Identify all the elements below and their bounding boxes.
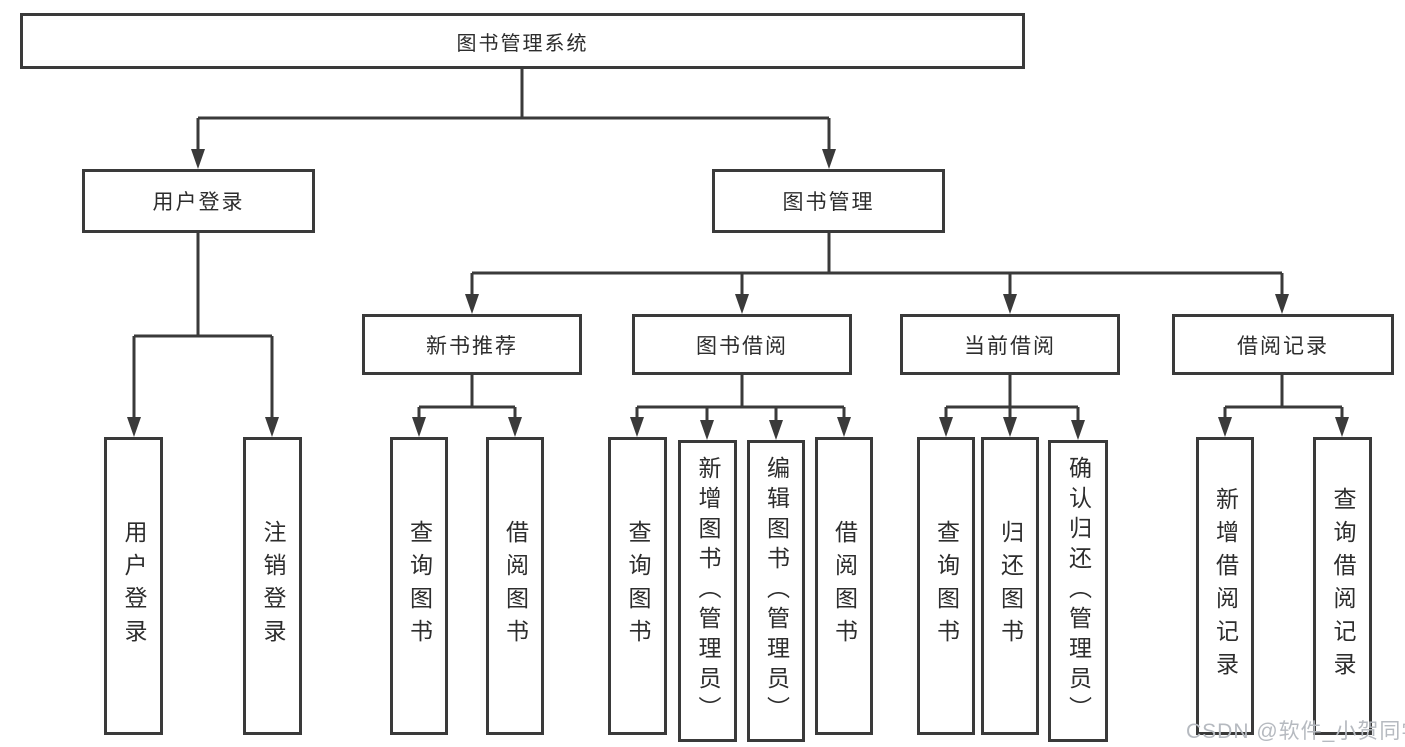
- arrowhead-icon: [1071, 420, 1085, 440]
- leaf-user-login: 用户登录: [104, 437, 163, 735]
- arrowhead-icon: [265, 417, 279, 437]
- leaf-borrow-add-books-admin: 新增图书（管理员）: [678, 440, 737, 742]
- arrowhead-icon: [837, 417, 851, 437]
- node-book-borrow: 图书借阅: [632, 314, 852, 375]
- edge-root-to-level2: [196, 69, 831, 151]
- leaf-record-query-record: 查询借阅记录: [1313, 437, 1372, 735]
- node-root: 图书管理系统: [20, 13, 1025, 69]
- arrowhead-icon: [1003, 294, 1017, 314]
- leaf-newbook-query-books: 查询图书: [390, 437, 448, 735]
- leaf-current-query-books: 查询图书: [917, 437, 975, 735]
- arrowhead-icon: [1335, 417, 1349, 437]
- leaf-current-return-books: 归还图书: [981, 437, 1039, 735]
- arrowhead-icon: [700, 420, 714, 440]
- arrowhead-icon: [822, 149, 836, 169]
- edge-bookborrow-to-leaves: [635, 375, 846, 422]
- arrowhead-icon: [769, 420, 783, 440]
- arrowhead-icon: [191, 149, 205, 169]
- arrowhead-icon: [1275, 294, 1289, 314]
- edge-currentborrow-to-leaves: [944, 375, 1080, 422]
- edge-newbook-to-leaves: [417, 375, 517, 419]
- leaf-borrow-query-books: 查询图书: [608, 437, 667, 735]
- arrowhead-icon: [508, 417, 522, 437]
- edge-bookmgmt-to-level3: [470, 233, 1284, 296]
- csdn-watermark: CSDN @软件_小贺同学: [1186, 720, 1405, 743]
- arrowhead-icon: [1003, 417, 1017, 437]
- leaf-borrow-edit-books-admin: 编辑图书（管理员）: [747, 440, 805, 742]
- leaf-record-add-record: 新增借阅记录: [1196, 437, 1254, 735]
- node-current-borrow: 当前借阅: [900, 314, 1120, 375]
- edge-borrowrecord-to-leaves: [1223, 375, 1344, 419]
- arrowhead-icon: [127, 417, 141, 437]
- arrowhead-icon: [1218, 417, 1232, 437]
- node-borrow-record: 借阅记录: [1172, 314, 1394, 375]
- node-new-book-recommend: 新书推荐: [362, 314, 582, 375]
- node-user-login: 用户登录: [82, 169, 315, 233]
- arrowhead-icon: [412, 417, 426, 437]
- leaf-newbook-borrow-books: 借阅图书: [486, 437, 544, 735]
- leaf-current-confirm-return-admin: 确认归还（管理员）: [1048, 440, 1108, 742]
- arrowhead-icon: [939, 417, 953, 437]
- connector-paths: [132, 69, 1344, 422]
- arrowhead-icon: [465, 294, 479, 314]
- leaf-logout: 注销登录: [243, 437, 302, 735]
- arrowhead-icon: [630, 417, 644, 437]
- leaf-borrow-borrow-books: 借阅图书: [815, 437, 873, 735]
- arrowheads: [127, 149, 1349, 440]
- edge-userlogin-to-leaves: [132, 233, 274, 419]
- node-book-management: 图书管理: [712, 169, 945, 233]
- arrowhead-icon: [735, 294, 749, 314]
